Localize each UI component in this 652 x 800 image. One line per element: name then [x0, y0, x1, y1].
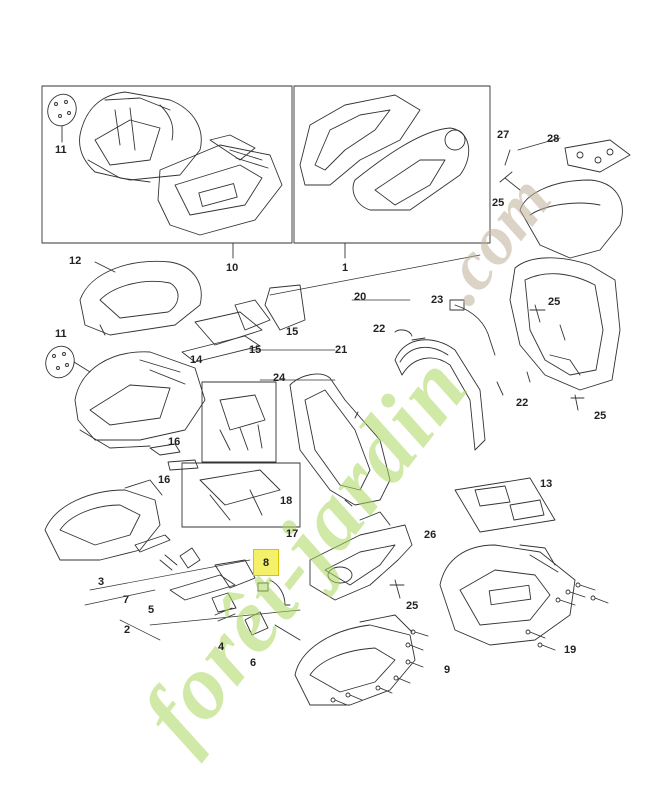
- screw-25-top: [499, 171, 521, 191]
- spring-7: [159, 554, 178, 571]
- part-label-11-top: 11: [55, 144, 67, 156]
- shroud-12: [79, 260, 202, 336]
- cover-27: [519, 179, 623, 259]
- part-label-16-b: 16: [158, 474, 171, 486]
- label-plate-28: [564, 139, 631, 173]
- lower-cover-26: [309, 511, 413, 601]
- screw-25-frame: [529, 304, 546, 323]
- part-3: [134, 534, 171, 553]
- part-label-24: 24: [273, 372, 286, 384]
- assembly-box-10: [41, 85, 293, 244]
- part-label-15-a: 15: [286, 326, 299, 338]
- part-6: [274, 624, 301, 641]
- cable-8: [269, 579, 291, 606]
- part-label-22-a: 22: [373, 323, 386, 335]
- box-18: [181, 462, 301, 528]
- part-label-18: 18: [280, 495, 293, 507]
- highlighted-part-8[interactable]: 8: [253, 549, 279, 576]
- handle-frame: [509, 257, 621, 391]
- part-label-11-mid: 11: [55, 328, 67, 340]
- part-label-10: 10: [226, 262, 239, 274]
- screw-22: [496, 381, 504, 396]
- part-22: [394, 329, 413, 337]
- part-label-25-b: 25: [548, 296, 561, 308]
- spring-2: [214, 607, 236, 622]
- part-label-26: 26: [424, 529, 437, 541]
- part-label-25-a: 25: [492, 197, 505, 209]
- screws-9: [330, 629, 429, 706]
- part-label-1: 1: [342, 262, 349, 274]
- part-16b: [167, 459, 199, 471]
- part-5: [169, 574, 236, 601]
- part-label-20: 20: [354, 291, 367, 303]
- part-label-14: 14: [190, 354, 203, 366]
- part-label-27: 27: [497, 129, 510, 141]
- part-4: [244, 611, 269, 636]
- part-label-15-b: 15: [249, 344, 262, 356]
- housing-mid: [74, 351, 206, 449]
- part-label-17: 17: [286, 528, 299, 540]
- part-label-21: 21: [335, 344, 348, 356]
- housing-bottom: [294, 614, 416, 706]
- part-label-7: 7: [123, 594, 130, 606]
- screws-19: [525, 582, 609, 651]
- assembly-box-1: [293, 85, 491, 244]
- part-label-13: 13: [540, 478, 553, 490]
- part-label-3: 3: [98, 576, 105, 588]
- part-label-4: 4: [218, 641, 225, 653]
- part-label-12: 12: [69, 255, 82, 267]
- part-label-22-b: 22: [516, 397, 529, 409]
- part-label-28: 28: [547, 133, 560, 145]
- gasket-11-top: [47, 93, 77, 143]
- part-16a: [149, 443, 181, 456]
- part-label-6: 6: [250, 657, 257, 669]
- loop-handle-24: [289, 373, 391, 506]
- screw-25-right: [570, 394, 585, 411]
- part-label-5: 5: [148, 604, 155, 616]
- handle-housing-1: [299, 94, 470, 211]
- housing-right-lower: [439, 544, 576, 646]
- gasket-11-mid: [45, 345, 91, 379]
- handle-bar-21: [394, 339, 486, 451]
- electronics-box: [201, 381, 277, 463]
- screw-25-bottom: [389, 579, 405, 599]
- cable-23: [454, 304, 496, 356]
- part-label-16-a: 16: [168, 436, 181, 448]
- box-13: [454, 477, 556, 533]
- part-label-25-d: 25: [406, 600, 419, 612]
- housing-left-10: [79, 91, 202, 183]
- switch-parts-15: [181, 284, 306, 363]
- housing-left-lower: [44, 479, 163, 561]
- part-label-25-c: 25: [594, 410, 607, 422]
- part-label-9: 9: [444, 664, 451, 676]
- part-label-2: 2: [124, 624, 131, 636]
- housing-right-10: [157, 134, 283, 236]
- part-label-19: 19: [564, 644, 577, 656]
- part-label-23: 23: [431, 294, 444, 306]
